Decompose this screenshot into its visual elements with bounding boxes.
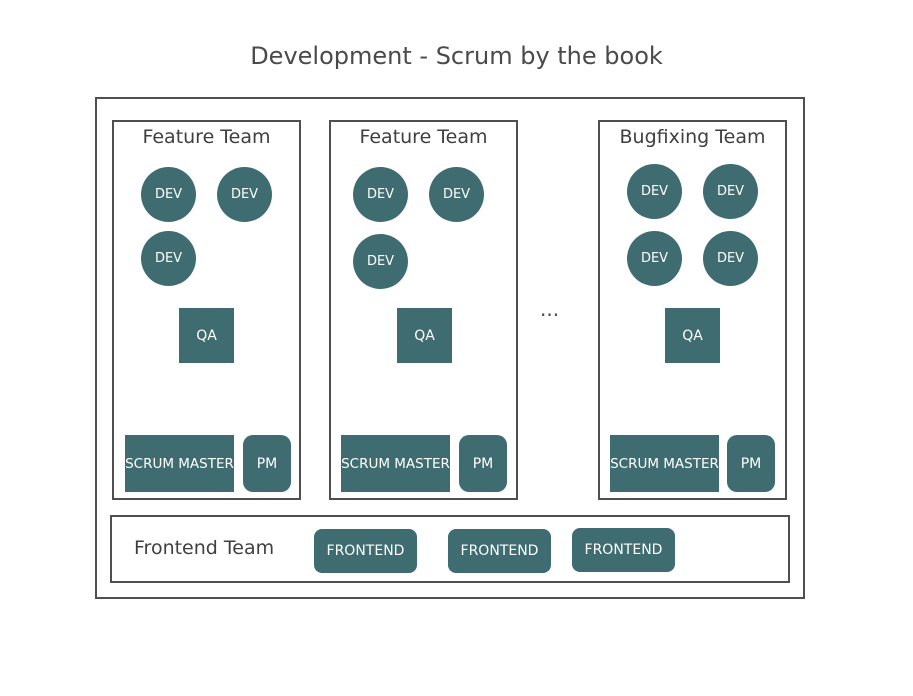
dev-node: DEV	[703, 164, 758, 219]
team-title: Feature Team	[359, 126, 488, 148]
dev-node: DEV	[217, 167, 272, 222]
scrum-master-node: SCRUM MASTER	[125, 435, 234, 492]
pm-node: PM	[243, 435, 291, 492]
qa-node: QA	[665, 308, 720, 363]
scrum-master-node: SCRUM MASTER	[341, 435, 450, 492]
diagram-title: Development - Scrum by the book	[250, 42, 663, 70]
team-box-feature-2	[329, 120, 518, 500]
dev-node: DEV	[627, 164, 682, 219]
more-teams-ellipsis: ...	[540, 297, 560, 321]
team-box-bugfixing	[598, 120, 787, 500]
pm-node: PM	[727, 435, 775, 492]
frontend-node: FRONTEND	[314, 529, 417, 573]
dev-node: DEV	[429, 167, 484, 222]
qa-node: QA	[179, 308, 234, 363]
frontend-team-label: Frontend Team	[134, 537, 275, 559]
frontend-node: FRONTEND	[448, 529, 551, 573]
scrum-master-node: SCRUM MASTER	[610, 435, 719, 492]
qa-node: QA	[397, 308, 452, 363]
team-box-feature-1	[112, 120, 301, 500]
team-title: Bugfixing Team	[619, 126, 766, 148]
dev-node: DEV	[627, 231, 682, 286]
development-container	[95, 97, 805, 599]
dev-node: DEV	[141, 167, 196, 222]
frontend-team-box	[110, 515, 790, 583]
dev-node: DEV	[353, 234, 408, 289]
frontend-node: FRONTEND	[572, 528, 675, 572]
pm-node: PM	[459, 435, 507, 492]
dev-node: DEV	[353, 167, 408, 222]
dev-node: DEV	[703, 231, 758, 286]
team-title: Feature Team	[142, 126, 271, 148]
dev-node: DEV	[141, 231, 196, 286]
